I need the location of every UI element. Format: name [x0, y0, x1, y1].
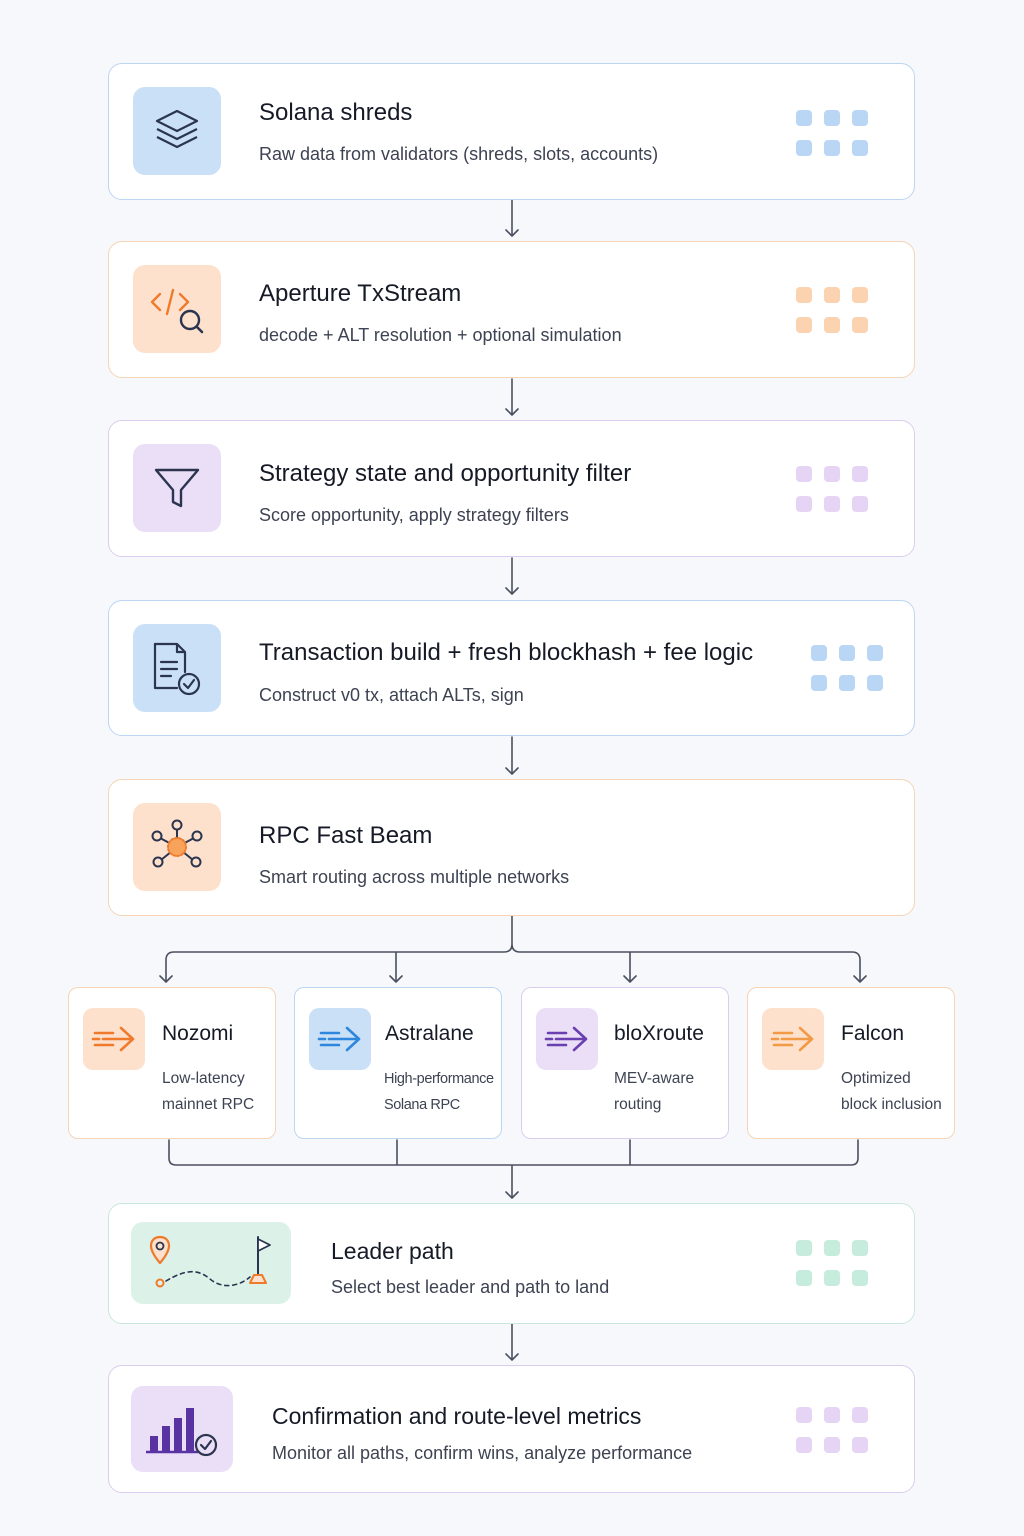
decorative-dots	[796, 110, 868, 156]
filter-icon	[133, 444, 221, 532]
bar-chart-check-icon	[131, 1386, 233, 1472]
arrow-1	[505, 199, 519, 237]
arrow-3	[505, 557, 519, 595]
stage-subtitle: Select best leader and path to land	[331, 1277, 610, 1297]
route-title: Astralane	[385, 1022, 474, 1045]
stage-subtitle: decode + ALT resolution + optional simul…	[259, 325, 622, 345]
route-flag-icon	[131, 1222, 291, 1304]
fan-out	[159, 915, 867, 983]
stage-card-confirmation-metrics: Confirmation and route-level metrics Mon…	[108, 1365, 915, 1493]
route-title: Nozomi	[162, 1022, 234, 1045]
document-check-icon	[133, 624, 221, 712]
decorative-dots	[796, 466, 868, 512]
stage-title: Transaction build + fresh blockhash + fe…	[259, 639, 754, 666]
fast-arrow-icon	[536, 1008, 598, 1070]
stage-subtitle: Score opportunity, apply strategy filter…	[259, 505, 569, 525]
decorative-dots	[796, 1240, 868, 1286]
route-title: bloXroute	[614, 1022, 704, 1045]
arrow-4	[505, 736, 519, 775]
network-hub-icon	[133, 803, 221, 891]
stage-card-solana-shreds: Solana shreds Raw data from validators (…	[108, 63, 915, 200]
stage-subtitle: Monitor all paths, confirm wins, analyze…	[272, 1443, 693, 1463]
layers-icon	[133, 87, 221, 175]
stage-title: RPC Fast Beam	[259, 822, 433, 849]
stage-card-strategy-filter: Strategy state and opportunity filter Sc…	[108, 420, 915, 557]
stage-title: Leader path	[331, 1238, 454, 1264]
code-search-icon	[133, 265, 221, 353]
fast-arrow-icon	[83, 1008, 145, 1070]
fast-arrow-icon	[762, 1008, 824, 1070]
decorative-dots	[796, 1407, 868, 1453]
decorative-dots	[796, 287, 868, 333]
fan-in	[168, 1139, 859, 1199]
arrow-6	[505, 1323, 519, 1361]
stage-subtitle: Construct v0 tx, attach ALTs, sign	[259, 685, 524, 705]
arrow-2	[505, 378, 519, 416]
stage-card-leader-path: Leader path Select best leader and path …	[108, 1203, 915, 1324]
stage-title: Aperture TxStream	[259, 280, 462, 307]
stage-subtitle: Raw data from validators (shreds, slots,…	[259, 144, 659, 164]
fast-arrow-icon	[309, 1008, 371, 1070]
stage-card-aperture-txstream: Aperture TxStream decode + ALT resolutio…	[108, 241, 915, 378]
route-title: Falcon	[841, 1022, 905, 1045]
stage-title: Confirmation and route-level metrics	[272, 1403, 642, 1429]
stage-card-transaction-build: Transaction build + fresh blockhash + fe…	[108, 600, 915, 736]
stage-subtitle: Smart routing across multiple networks	[259, 867, 570, 887]
decorative-dots	[811, 645, 883, 691]
stage-card-rpc-fast-beam: RPC Fast Beam Smart routing across multi…	[108, 779, 915, 916]
stage-title: Solana shreds	[259, 99, 413, 126]
stage-title: Strategy state and opportunity filter	[259, 460, 632, 487]
